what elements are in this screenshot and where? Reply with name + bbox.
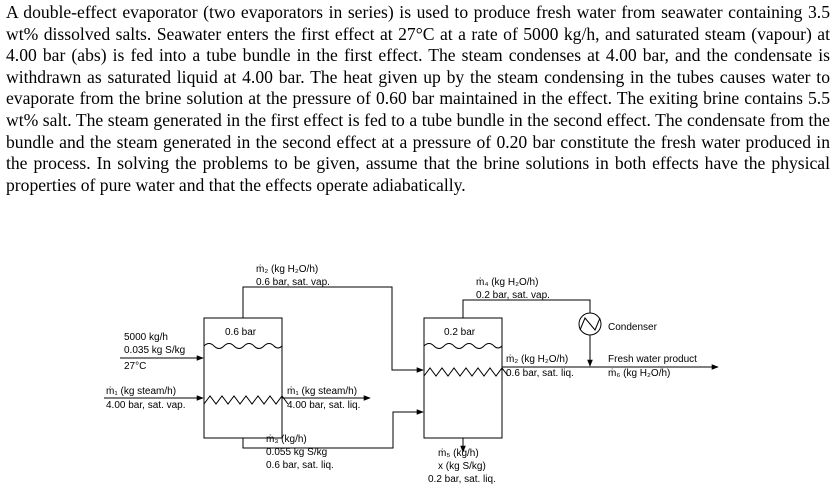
- brine1-label: ṁ₃ (kg/h): [266, 434, 307, 445]
- brine2-composition: x (kg S/kg): [438, 461, 486, 472]
- effect2-tube-bundle: [423, 367, 509, 377]
- effect2-pressure: 0.2 bar: [444, 327, 476, 338]
- steam-in-label: ṁ₁ (kg steam/h): [106, 386, 176, 397]
- vapor1-line: [242, 286, 424, 373]
- condensate2-condition: 0.6 bar, sat. liq.: [506, 368, 574, 379]
- problem-statement: A double-effect evaporator (two evaporat…: [6, 2, 830, 195]
- effect2-liquid-surface: [423, 343, 503, 349]
- condensate2-label: ṁ₂ (kg H₂O/h): [506, 354, 568, 365]
- vapor1-label: ṁ₂ (kg H₂O/h): [256, 264, 318, 275]
- effect1-tube-bundle: [203, 395, 289, 405]
- steam-in-condition: 4.00 bar, sat. vap.: [106, 400, 186, 411]
- vapor1-condition: 0.6 bar, sat. vap.: [256, 277, 330, 288]
- effect1-pressure: 0.6 bar: [225, 327, 257, 338]
- vapor2-condition: 0.2 bar, sat. vap.: [476, 290, 550, 301]
- condenser-label: Condenser: [608, 322, 658, 333]
- vapor2-label: ṁ₄ (kg H₂O/h): [476, 277, 538, 288]
- vapor2-line: [462, 299, 591, 318]
- product-label: Fresh water product: [608, 354, 697, 365]
- effect1-liquid-surface: [203, 343, 283, 349]
- feed-composition: 0.035 kg S/kg: [124, 345, 185, 356]
- brine1-line: [242, 409, 424, 449]
- condensate1-condition: 4.00 bar, sat. liq.: [287, 400, 360, 411]
- condenser-icon: [578, 312, 602, 336]
- brine1-condition: 0.6 bar, sat. liq.: [266, 460, 334, 471]
- product-flow: ṁ₆ (kg H₂O/h): [608, 368, 670, 379]
- brine2-label: ṁ₅ (kg/h): [438, 448, 479, 459]
- condensate1-label: ṁ₁ (kg steam/h): [287, 386, 357, 397]
- brine2-condition: 0.2 bar, sat. liq.: [428, 474, 496, 485]
- brine1-composition: 0.055 kg S/kg: [266, 447, 327, 458]
- feed-temperature: 27°C: [124, 361, 146, 372]
- feed-rate: 5000 kg/h: [124, 332, 168, 343]
